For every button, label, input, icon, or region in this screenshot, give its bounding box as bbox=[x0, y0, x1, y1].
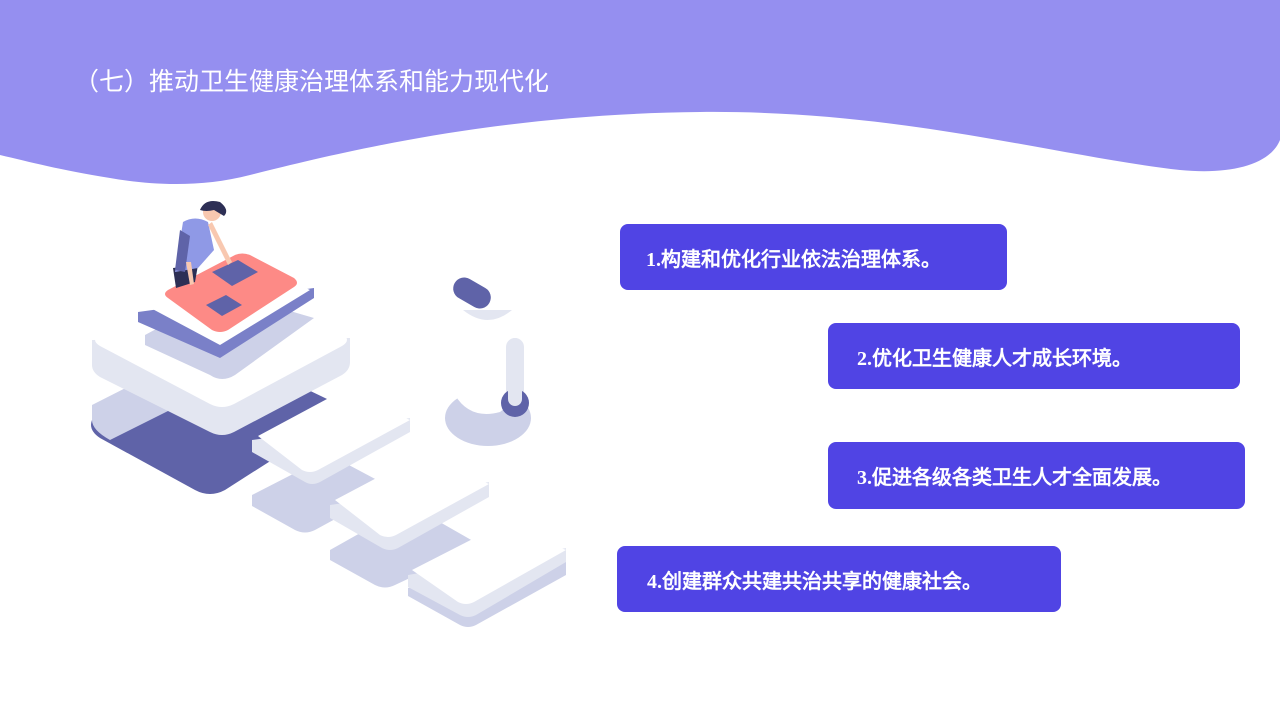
list-item-label: 4.创建群众共建共治共享的健康社会。 bbox=[647, 570, 982, 593]
list-item-1: 1.构建和优化行业依法治理体系。 bbox=[620, 224, 1007, 290]
list-item-label: 1.构建和优化行业依法治理体系。 bbox=[646, 248, 941, 271]
person-figure bbox=[173, 201, 232, 288]
list-item-3: 3.促进各级各类卫生人才全面发展。 bbox=[828, 442, 1245, 509]
list-item-2: 2.优化卫生健康人才成长环境。 bbox=[828, 323, 1240, 389]
page-title: （七）推动卫生健康治理体系和能力现代化 bbox=[74, 67, 550, 96]
step-plate-2 bbox=[335, 455, 489, 537]
step-plate-1 bbox=[258, 392, 410, 472]
header-wave-background bbox=[0, 0, 1280, 184]
list-item-label: 3.促进各级各类卫生人才全面发展。 bbox=[857, 467, 1172, 489]
pink-board bbox=[165, 253, 297, 332]
list-item-label: 2.优化卫生健康人才成长环境。 bbox=[857, 347, 1132, 370]
isometric-illustration bbox=[91, 201, 566, 627]
list-item-4: 4.创建群众共建共治共享的健康社会。 bbox=[617, 546, 1061, 612]
step-plate-3 bbox=[412, 525, 566, 604]
